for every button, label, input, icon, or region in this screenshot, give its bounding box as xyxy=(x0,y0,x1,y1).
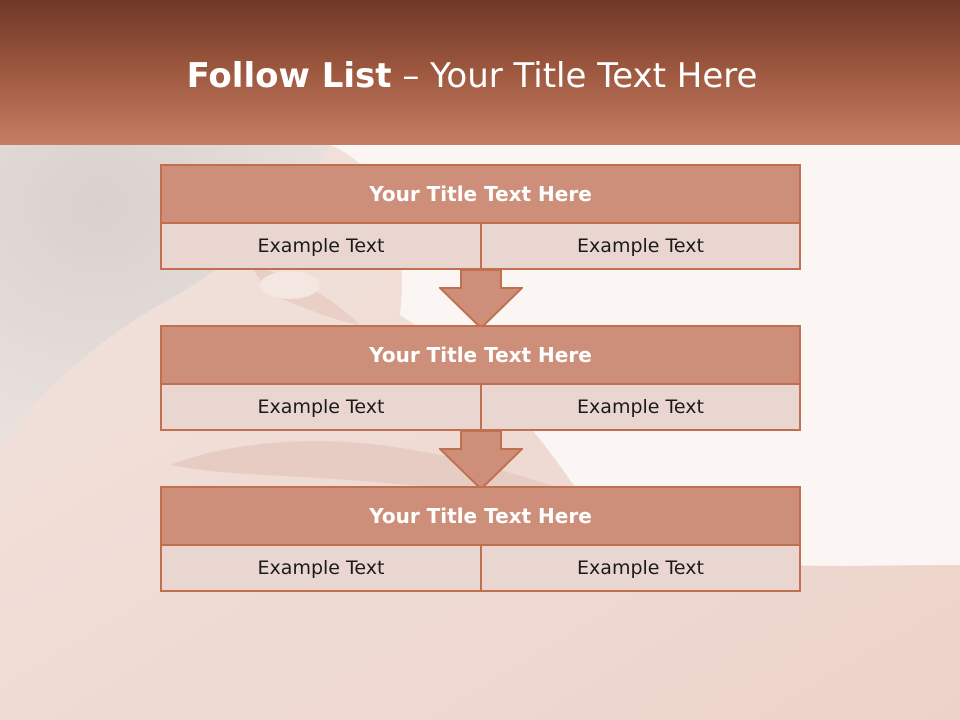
step-block-1: Your Title Text Here Example Text Exampl… xyxy=(160,164,801,270)
down-arrow-icon xyxy=(439,270,523,330)
step-cell-right: Example Text xyxy=(577,396,704,418)
step-title: Your Title Text Here xyxy=(162,488,799,546)
step-cell-left: Example Text xyxy=(162,385,482,429)
down-arrow-icon xyxy=(439,431,523,491)
step-cell-right: Example Text xyxy=(577,235,704,257)
step-title: Your Title Text Here xyxy=(162,327,799,385)
step-cell-right: Example Text xyxy=(577,557,704,579)
title-bar: Follow List – Your Title Text Here xyxy=(0,0,960,145)
slide-title-bold: Follow List xyxy=(186,56,392,96)
step-cell-left: Example Text xyxy=(162,224,482,268)
slide-title-rest: – Your Title Text Here xyxy=(402,56,758,96)
step-block-2: Your Title Text Here Example Text Exampl… xyxy=(160,325,801,431)
step-block-3: Your Title Text Here Example Text Exampl… xyxy=(160,486,801,592)
step-cell-left: Example Text xyxy=(162,546,482,590)
step-title: Your Title Text Here xyxy=(162,166,799,224)
slide-title: Follow List – Your Title Text Here xyxy=(0,54,944,98)
